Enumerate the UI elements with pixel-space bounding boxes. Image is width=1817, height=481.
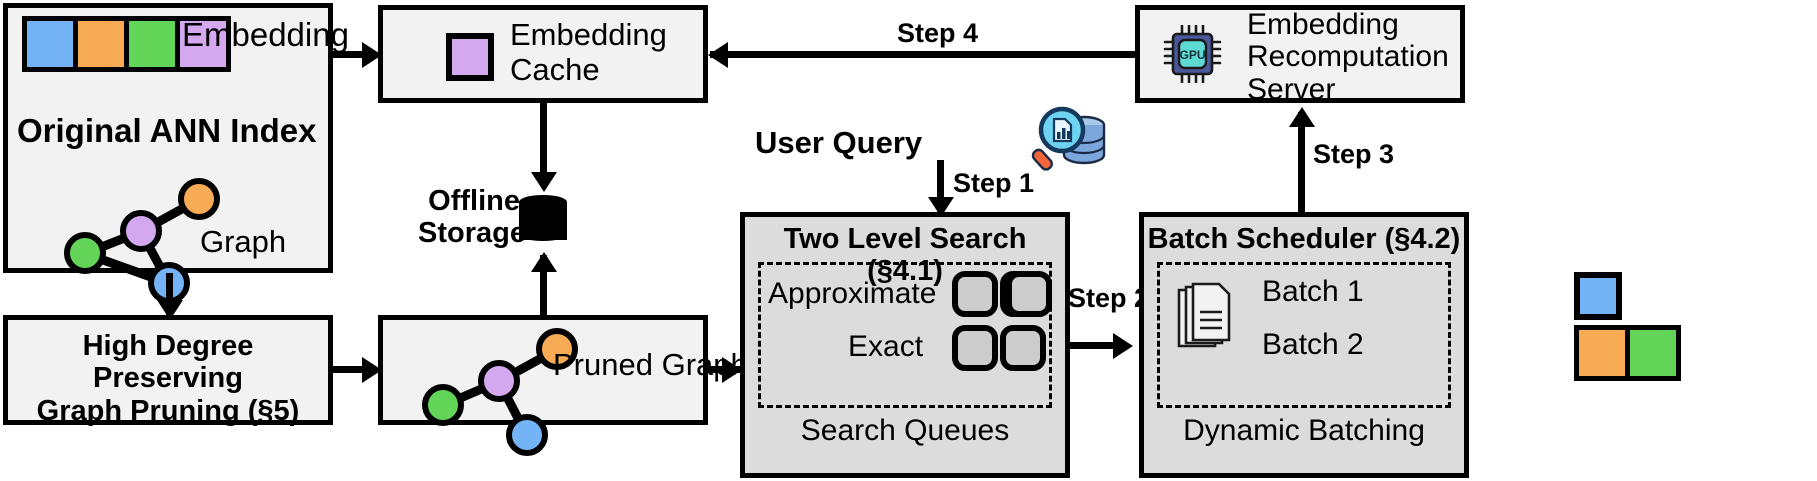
arrow-pruning-to-pruned-line <box>333 366 375 373</box>
arrow-pruned-to-storage-line <box>540 255 547 317</box>
recomputation-server-title: Embedding Recomputation Server <box>1247 8 1449 106</box>
graph-node-green <box>422 384 464 426</box>
embedding-label: Embedding <box>182 16 349 53</box>
embedding-chip-green <box>1630 330 1676 376</box>
embedding-chip-blue <box>27 21 73 67</box>
batch-2-chip-strip <box>1574 325 1681 381</box>
offline-storage-label: Offline Storage <box>418 185 526 250</box>
arrow-cache-to-storage-head <box>531 172 557 192</box>
graph-node-blue <box>506 414 548 456</box>
arrow-batch-to-server-head <box>1289 107 1315 127</box>
search-queues-footer: Search Queues <box>800 414 1010 447</box>
exact-slot-1 <box>952 325 998 371</box>
embedding-chip-orange <box>78 21 124 67</box>
database-icon <box>519 195 567 247</box>
arrow-search-to-batch-head <box>1113 333 1133 359</box>
dynamic-batching-footer: Dynamic Batching <box>1183 414 1425 447</box>
embedding-chip-strip <box>22 16 231 72</box>
graph-label: Graph <box>200 224 287 259</box>
gpu-icon-text: GPU <box>1179 48 1205 62</box>
graph-node-orange <box>178 178 220 220</box>
approximate-slot-1 <box>952 271 998 317</box>
graph-node-purple <box>120 210 162 252</box>
exact-row-label: Exact <box>848 330 924 363</box>
embedding-chip-orange <box>1579 330 1625 376</box>
step-4-label: Step 4 <box>897 18 979 48</box>
database-band <box>519 211 567 225</box>
arrow-pruned-to-search-head <box>722 357 742 383</box>
step-2-label: Step 2 <box>1068 283 1150 313</box>
database-band <box>519 195 567 209</box>
arrow-pruned-to-storage-head <box>531 252 557 272</box>
documents-icon <box>1177 282 1231 348</box>
user-query-label: User Query <box>755 125 923 160</box>
original-ann-index-title: Original ANN Index <box>17 112 317 149</box>
database-band <box>519 227 567 241</box>
graph-pruning-title: High Degree Preserving Graph Pruning (§5… <box>36 330 300 427</box>
graph-node-orange <box>536 328 578 370</box>
gpu-chip-icon: GPU <box>1163 25 1222 83</box>
arrow-server-to-cache-head <box>708 42 728 68</box>
batch-1-chip-1 <box>1574 272 1622 320</box>
arrow-index-to-cache-line <box>333 51 375 58</box>
arrow-index-to-pruning-line <box>166 273 173 315</box>
batch-2-label: Batch 2 <box>1262 328 1364 361</box>
embedding-cache-title: Embedding Cache <box>510 17 667 87</box>
step-1-label: Step 1 <box>953 168 1035 198</box>
graph-node-purple <box>478 360 520 402</box>
arrow-batch-to-server-line <box>1298 112 1305 212</box>
exact-slot-2 <box>1000 325 1046 371</box>
batch-scheduler-title: Batch Scheduler (§4.2) <box>1147 223 1461 255</box>
original-graph <box>42 170 222 304</box>
embedding-cache-chip <box>446 33 494 81</box>
arrow-query-to-search-line <box>937 160 944 212</box>
embedding-chip-green <box>129 21 175 67</box>
arrow-search-to-batch-line <box>1070 342 1126 349</box>
step-3-label: Step 3 <box>1313 139 1395 169</box>
arrow-pruning-to-pruned-head <box>362 357 382 383</box>
graph-node-green <box>64 232 106 274</box>
two-level-search-title: Two Level Search (§4.1) <box>783 223 1027 288</box>
pruned-graph-label: Pruned Graph <box>553 347 748 382</box>
graph-pruning-box <box>3 315 333 425</box>
arrow-cache-to-storage-line <box>540 103 547 185</box>
search-database-icon <box>1031 106 1106 171</box>
arrow-server-to-cache-line <box>710 51 1135 58</box>
arrow-index-to-cache-head <box>362 42 382 68</box>
pruned-graph-widget <box>400 322 580 456</box>
batch-1-label: Batch 1 <box>1262 275 1364 308</box>
approximate-row-label: Approximate <box>768 277 937 310</box>
approximate-slot-3 <box>1006 271 1052 317</box>
search-queues-region <box>758 262 1052 408</box>
embedding-chip-purple <box>180 21 226 67</box>
dynamic-batching-region <box>1157 262 1451 408</box>
embedding-cache-box <box>378 5 708 103</box>
